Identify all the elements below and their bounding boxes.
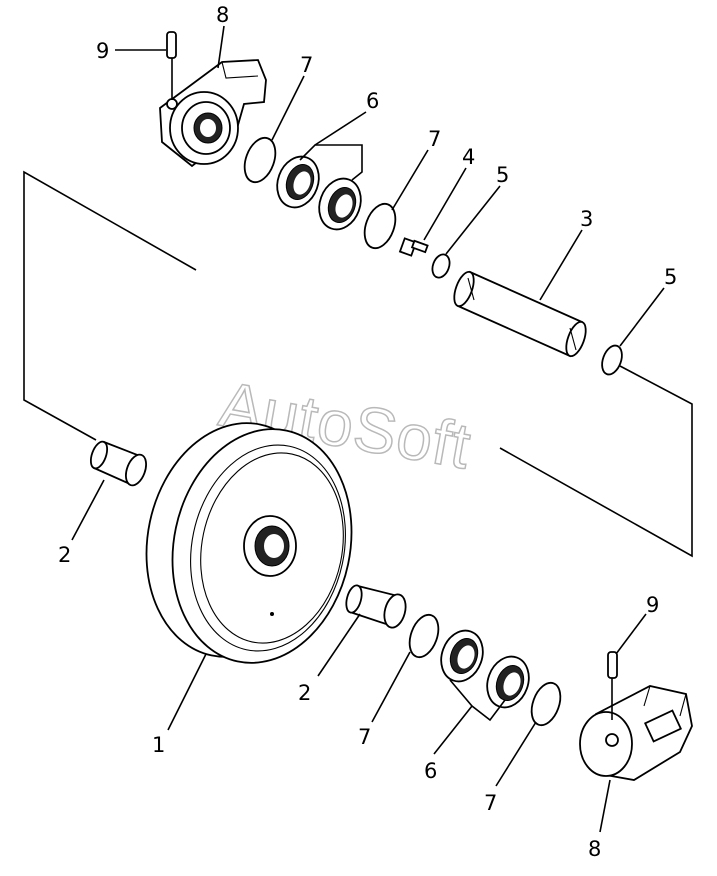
callout-9-bottom: 9 [646, 593, 659, 617]
floating-seal-top-1 [276, 155, 320, 209]
o-ring-top-1 [243, 136, 277, 184]
floating-seal-bottom-1 [440, 629, 484, 683]
callout-3: 3 [580, 207, 593, 231]
bushing-left [89, 440, 147, 487]
floating-seal-bottom-2 [486, 655, 530, 709]
callout-4: 4 [462, 145, 475, 169]
callout-1: 1 [152, 733, 165, 757]
callout-7-bottom-2: 7 [484, 791, 497, 815]
callout-2-right: 2 [298, 681, 311, 705]
callout-5-right: 5 [664, 265, 677, 289]
callout-8-top: 8 [216, 3, 229, 27]
ring-small-1 [431, 253, 451, 279]
callout-6-bottom: 6 [424, 759, 437, 783]
o-ring-top-2 [363, 202, 397, 250]
shaft [453, 270, 587, 358]
callout-7-top-2: 7 [428, 127, 441, 151]
o-ring-bottom-1 [408, 613, 440, 659]
pin-top [166, 31, 177, 100]
bushing-right [345, 584, 407, 629]
idler-wheel [145, 422, 353, 664]
callout-7-bottom-1: 7 [358, 725, 371, 749]
callout-7-top-1: 7 [300, 53, 313, 77]
callout-5-top: 5 [496, 163, 509, 187]
callout-8-bottom: 8 [588, 837, 601, 861]
leader-lines [71, 25, 665, 833]
ring-small-2 [601, 344, 623, 376]
assembly-guide-lines [23, 170, 693, 558]
callout-2-left: 2 [58, 543, 71, 567]
callout-9-top: 9 [96, 39, 109, 63]
floating-seal-top-2 [318, 177, 362, 231]
callout-labels: 9 8 7 6 7 4 5 3 5 2 1 2 7 6 7 9 8 [58, 3, 677, 861]
pin-bottom [607, 651, 618, 720]
o-ring-bottom-2 [530, 681, 562, 727]
bolt [398, 237, 429, 257]
bracket-bottom [579, 685, 693, 781]
bracket-top [159, 59, 267, 168]
callout-6-top: 6 [366, 89, 379, 113]
